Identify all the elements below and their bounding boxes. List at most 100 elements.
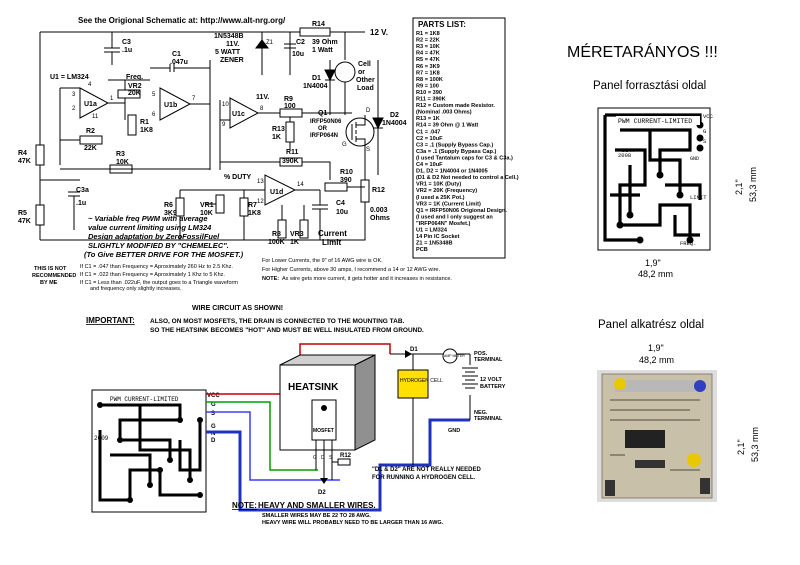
diagram-label: % DUTY	[224, 174, 252, 181]
diagram-label: R1	[140, 119, 149, 126]
diagram-label: TERMINAL	[474, 416, 503, 422]
diagram-label: 9	[222, 122, 226, 128]
diagram-label: 11V.	[226, 41, 239, 48]
diagram-label: If C1 = Less than .022uF, the output goe…	[80, 280, 238, 286]
parts-list-item: R7 = 1K8	[416, 70, 440, 76]
parts-list-item: R1 = 1K8	[416, 31, 440, 37]
parts-list-item: (D1 & D2 Not needed to control a Cell.)	[416, 175, 519, 181]
diagram-label: NEG.	[474, 410, 488, 416]
diagram-label: VR3	[290, 231, 304, 238]
diagram-label: FREQ.	[680, 240, 697, 247]
diagram-label: If C1 = .022 than Frequency = Aproximate…	[80, 272, 225, 278]
diagram-label: 2,1"	[734, 179, 744, 195]
parts-list-item: VR3 = 1K (Current Limit)	[416, 201, 481, 207]
parts-list-item: C2 = 10uF	[416, 136, 443, 142]
diagram-label: U1c	[232, 111, 245, 118]
diagram-label: D2	[318, 490, 326, 496]
diagram-label: 48,2 mm	[639, 355, 674, 365]
parts-list-item: PCB	[416, 247, 428, 253]
diagram-label: 6	[152, 112, 156, 118]
diagram-label: 12 VOLT	[480, 377, 503, 383]
diagram-label: Load	[357, 85, 374, 92]
diagram-label: If C1 = .047 than Frequency = Aproximate…	[80, 264, 233, 270]
diagram-label: U1d	[270, 189, 283, 196]
diagram-label: HEATSINK	[288, 382, 339, 393]
diagram-label: N	[211, 431, 215, 437]
diagram-label: 100K	[268, 239, 285, 246]
schematic	[35, 27, 384, 241]
diagram-label: 390K	[282, 158, 299, 165]
diagram-label: 1K8	[248, 210, 261, 217]
diagram-label: VR1	[200, 202, 214, 209]
diagram-label: C2	[296, 39, 305, 46]
diagram-label: .1u	[122, 47, 132, 54]
parts-list-item: VR1 = 10K (Duty)	[416, 182, 461, 188]
diagram-label: 2	[72, 106, 76, 112]
parts-list-item: R9 = 100	[416, 83, 439, 89]
diagram-label: R6	[164, 202, 173, 209]
parts-list-item: R2 = 22K	[416, 38, 440, 44]
diagram-label: 1N4004	[303, 83, 328, 90]
scale-title: MÉRETARÁNYOS !!!	[567, 42, 718, 61]
diagram-label: D1	[410, 347, 418, 353]
gate-wire	[206, 401, 318, 471]
diagram-label: SLIGHTLY MODIFIED BY "CHEMELEC".	[88, 241, 229, 250]
parts-list-item: (I used a 25K Pot.)	[416, 195, 465, 201]
diagram-label: IRFP064N	[310, 133, 338, 139]
diagram-label: 22K	[84, 145, 97, 152]
parts-list-item: R8 = 100K	[416, 77, 443, 83]
diagram-label: 1,9"	[645, 258, 661, 268]
diagram-label: R10	[340, 169, 353, 176]
diagram-label: D	[321, 455, 325, 461]
diagram-label: DUTY	[622, 147, 636, 154]
diagram-label: PWM CURRENT-LIMITED	[110, 396, 179, 403]
diagram-label: Ohms	[370, 215, 390, 222]
parts-list-item: C3 = .1 (Supply Bypass Cap.)	[416, 142, 493, 148]
diagram-label: HEAVY AND SMALLER WIRES.	[258, 501, 376, 510]
diagram-label: 47K	[18, 158, 31, 165]
note-label: NOTE:	[232, 501, 257, 510]
diagram-label: 48,2 mm	[638, 269, 673, 279]
diagram-label: Other	[356, 77, 375, 84]
parts-list-item: Q1 = IRFP50N06 Origional Design.	[416, 208, 507, 214]
diagram-label: 1,9"	[648, 343, 664, 353]
diagram-label: 1N4004	[382, 120, 407, 127]
diagram-label: G	[313, 455, 317, 461]
diagram-label: HYDROGEN CELL	[400, 378, 443, 384]
diagram-label: 1N5348B	[214, 33, 244, 40]
diagram-label: 2009	[94, 435, 109, 442]
diagram-label: C3	[122, 39, 131, 46]
diagram-label: RECOMMENDED	[32, 273, 76, 279]
diagram-label: 1K8	[140, 127, 153, 134]
parts-list-item: R3 = 10K	[416, 44, 440, 50]
diagram-label: 10K	[116, 159, 129, 166]
diagram-label: 12	[257, 199, 264, 205]
diagram-label: 1	[110, 96, 114, 102]
diagram-label: S	[211, 411, 215, 417]
diagram-label: TERMINAL	[474, 357, 503, 363]
diagram-label: 10u	[292, 51, 304, 58]
diagram-label: D	[211, 438, 216, 444]
diagram-label: 3	[72, 92, 76, 98]
diagram-label: GND	[690, 156, 699, 162]
diagram-label: 20K	[128, 90, 141, 97]
diagram-label: SMALLER WIRES MAY BE 22 TO 28 AWG.	[262, 513, 371, 519]
diagram-label: and frequency only slightly increases.	[90, 286, 182, 292]
diagram-label: IRFP50N06	[310, 119, 342, 125]
diagram-label: PWM CURRENT-LIMITED	[618, 118, 692, 125]
diagram-label: BY ME	[40, 280, 58, 286]
diagram-label: 2,1"	[736, 439, 746, 455]
diagram-label: R3	[116, 151, 125, 158]
diagram-label: Limit	[322, 238, 341, 247]
diagram-label: R13	[272, 126, 285, 133]
diagram-label: BATTERY	[480, 384, 506, 390]
diagram-label: 47K	[18, 218, 31, 225]
diagram-label: THIS IS NOT	[34, 266, 67, 272]
heatsink: HEATSINK MOSFET G D S	[279, 354, 376, 480]
diagram-label: 8	[260, 106, 264, 112]
parts-list-item: R4 = 47K	[416, 51, 440, 57]
diagram-label: 390	[340, 177, 352, 184]
schematic-source-link: See the Origional Schematic at: http://w…	[78, 16, 286, 25]
diagram-label: D1	[312, 75, 321, 82]
diagram-label: 1 Watt	[312, 47, 333, 54]
